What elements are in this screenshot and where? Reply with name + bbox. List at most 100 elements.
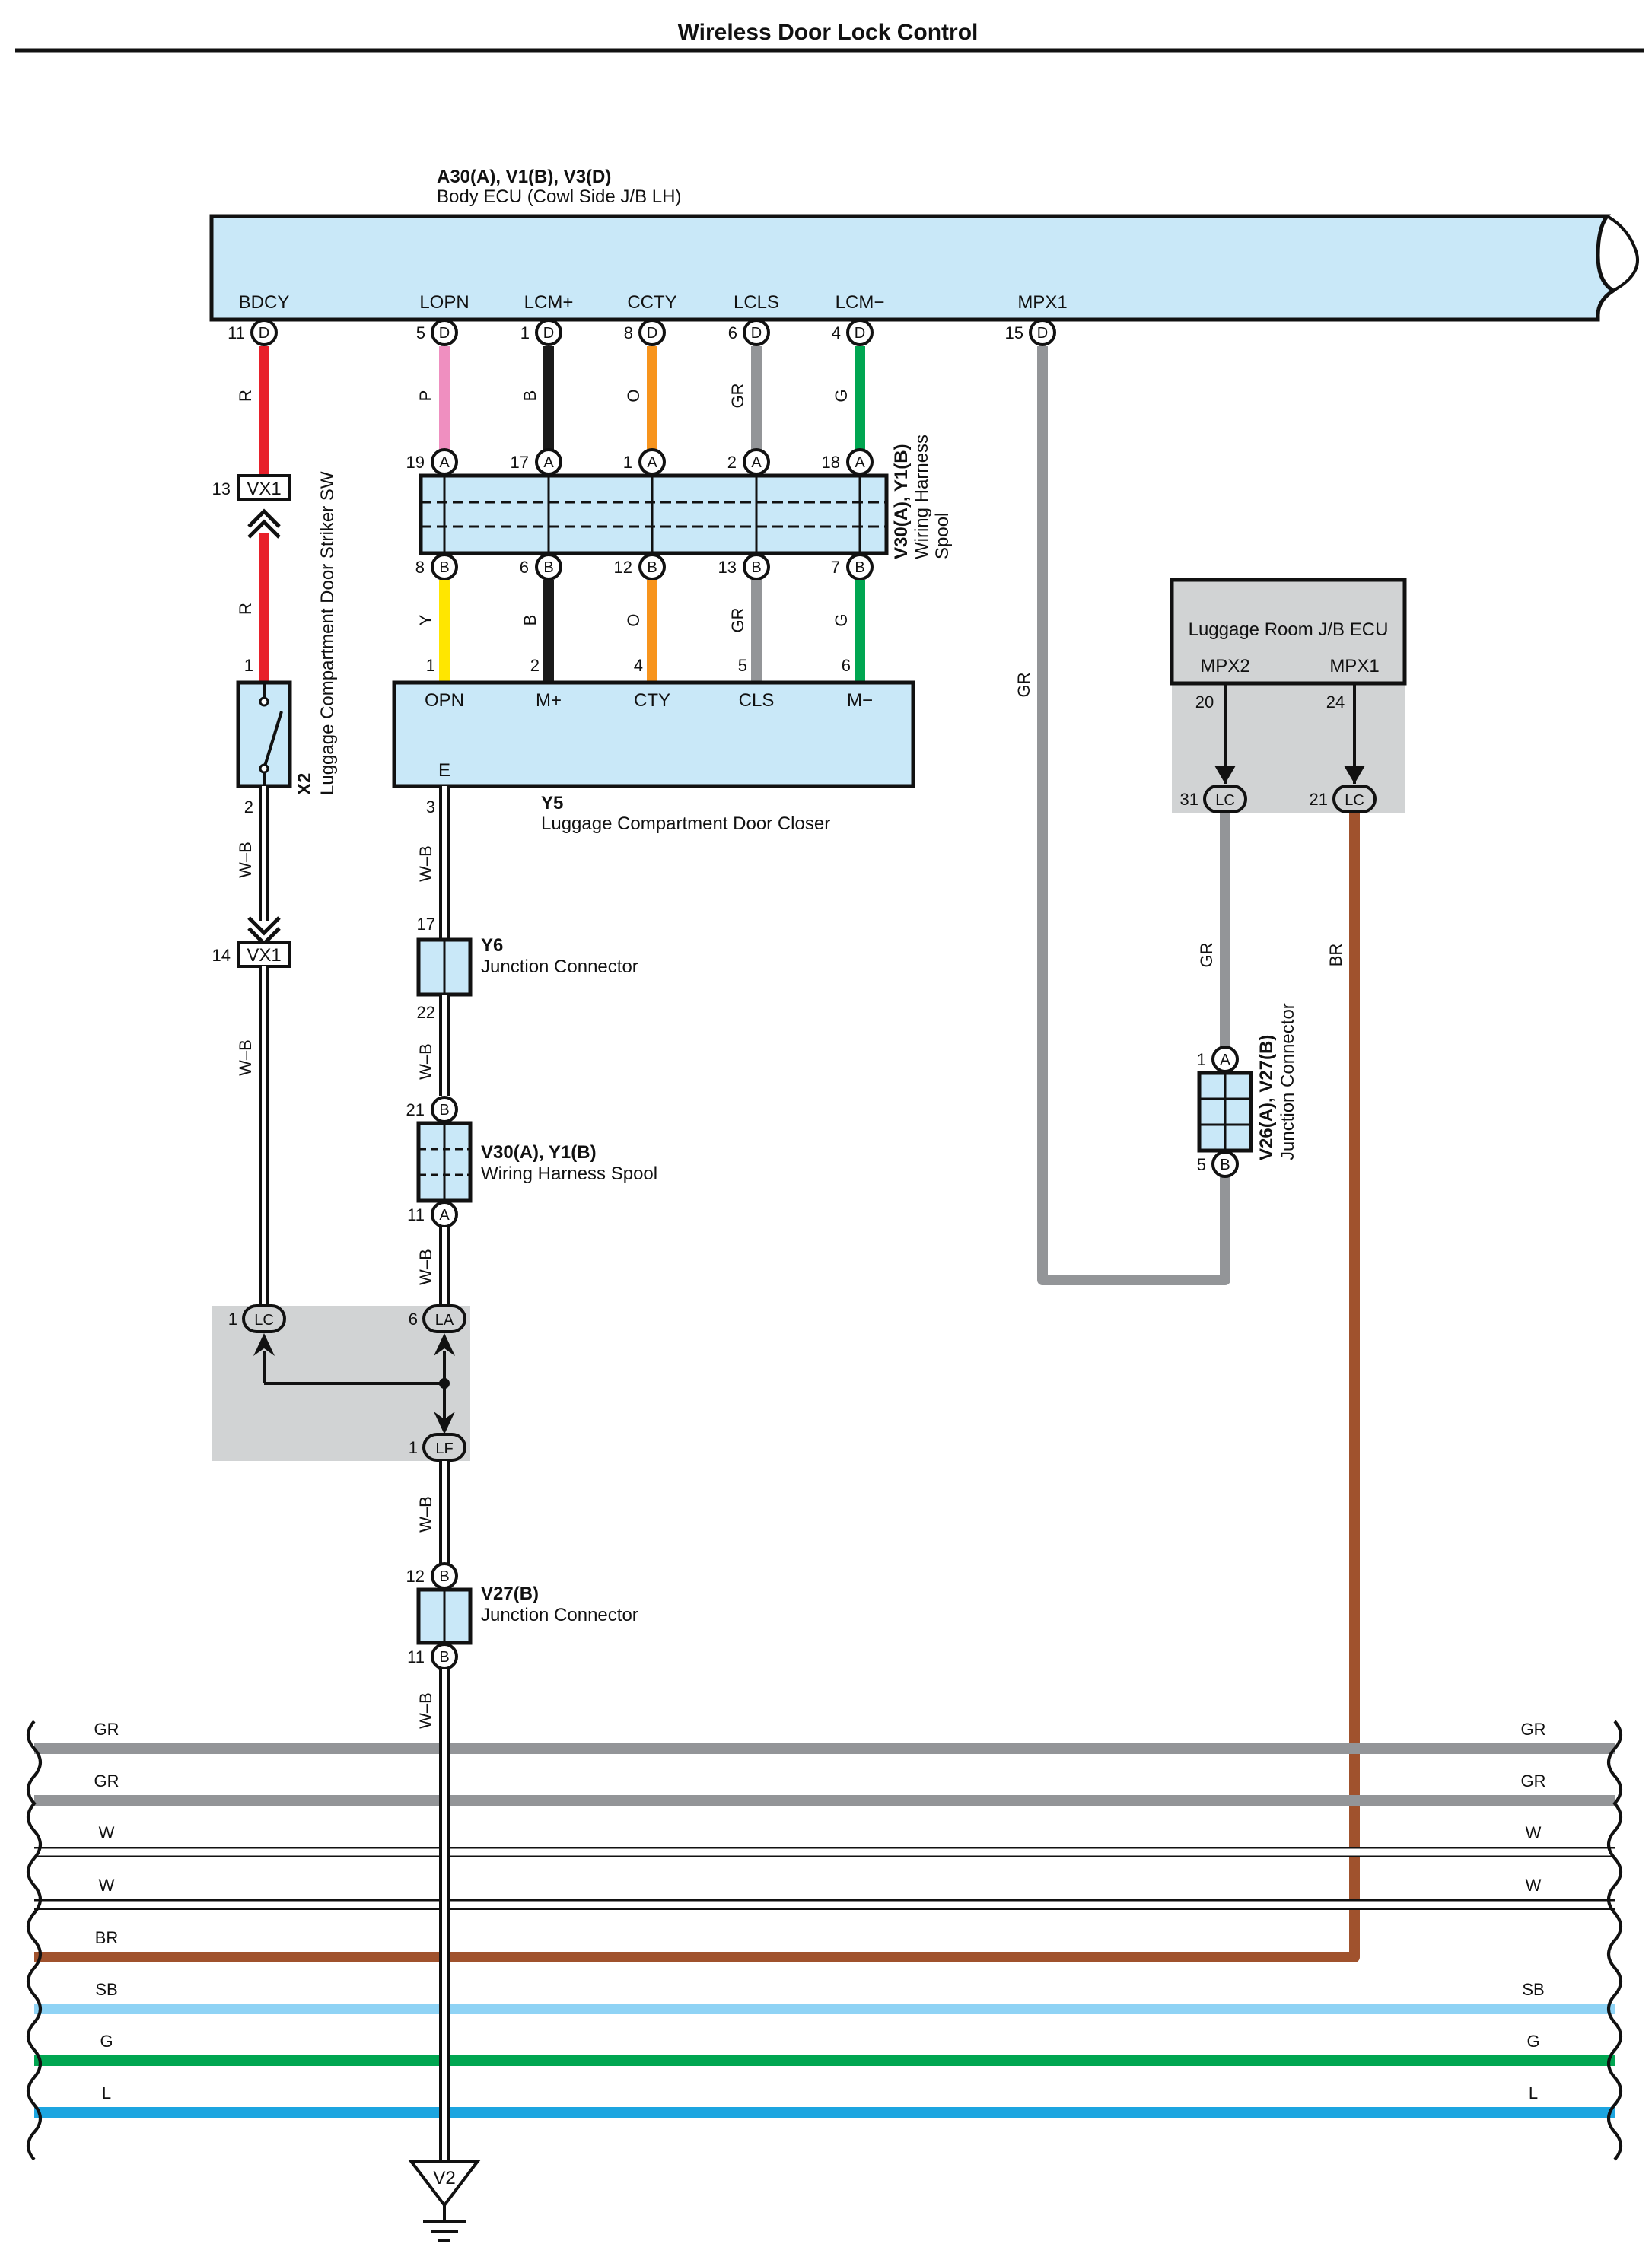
- wire-label-r1: R: [236, 390, 255, 402]
- svg-text:L: L: [1529, 2083, 1538, 2102]
- luggage-ecu-name: Luggage Room J/B ECU: [1189, 619, 1389, 640]
- svg-text:B: B: [543, 559, 553, 576]
- svg-text:G: G: [100, 2032, 113, 2051]
- svg-text:Y: Y: [416, 614, 435, 625]
- v27b-name: Junction Connector: [481, 1605, 638, 1625]
- wire-label-gr1: GR: [728, 384, 747, 409]
- svg-text:6: 6: [842, 656, 851, 675]
- body-ecu-code: A30(A), V1(B), V3(D): [437, 167, 611, 187]
- svg-text:7: 7: [831, 558, 840, 577]
- svg-text:A: A: [855, 454, 865, 471]
- ground-symbol: V2: [407, 2160, 482, 2242]
- term-lcmminus-name: LCM−: [836, 292, 885, 313]
- svg-text:21: 21: [1310, 790, 1328, 809]
- wire-label-o1: O: [624, 389, 643, 402]
- term-lcmplus-name: LCM+: [524, 292, 574, 313]
- svg-text:M−: M−: [847, 690, 873, 711]
- striker-code: X2: [294, 773, 315, 795]
- svg-text:2: 2: [530, 656, 540, 675]
- svg-text:13: 13: [212, 479, 231, 498]
- svg-text:LC: LC: [1345, 792, 1364, 809]
- svg-text:VX1: VX1: [247, 945, 281, 966]
- spool-top-code: V30(A), Y1(B): [891, 444, 912, 559]
- svg-text:B: B: [439, 1568, 449, 1585]
- svg-text:GR: GR: [1521, 1720, 1546, 1739]
- term-ccty-name: CCTY: [627, 292, 676, 313]
- svg-text:19: 19: [406, 453, 425, 472]
- y6-name: Junction Connector: [481, 957, 638, 977]
- body-ecu: A30(A), V1(B), V3(D) Body ECU (Cowl Side…: [209, 167, 1639, 322]
- svg-text:B: B: [520, 615, 540, 626]
- luggage-ecu: Luggage Room J/B ECU MPX2 MPX1 20 24 LC3…: [34, 578, 1407, 1962]
- svg-text:11: 11: [228, 323, 245, 342]
- svg-text:8: 8: [415, 558, 425, 577]
- svg-text:OPN: OPN: [425, 690, 464, 711]
- svg-text:GR: GR: [94, 1771, 119, 1790]
- svg-text:O: O: [624, 613, 643, 626]
- svg-text:12: 12: [614, 558, 632, 577]
- svg-text:1: 1: [244, 656, 253, 675]
- svg-text:B: B: [751, 559, 761, 576]
- svg-text:13: 13: [718, 558, 737, 577]
- spool-top-name1: Wiring Harness: [912, 434, 932, 559]
- svg-text:GR: GR: [1521, 1771, 1546, 1790]
- svg-text:B: B: [439, 1649, 449, 1666]
- svg-text:W–B: W–B: [416, 1249, 435, 1285]
- svg-text:W–B: W–B: [416, 1496, 435, 1533]
- wire-label-g1: G: [832, 389, 851, 402]
- svg-text:W–B: W–B: [236, 842, 255, 878]
- term-lopn-name: LOPN: [419, 292, 469, 313]
- svg-text:3: 3: [426, 797, 435, 816]
- spool-mid-name: Wiring Harness Spool: [481, 1163, 657, 1184]
- svg-text:1: 1: [409, 1438, 418, 1457]
- svg-text:B: B: [647, 559, 657, 576]
- svg-text:21: 21: [406, 1100, 425, 1119]
- svg-text:2: 2: [244, 797, 253, 816]
- ground-column: W–B 17 Y6 Junction Connector 22 W–B B21 …: [212, 786, 657, 2160]
- svg-text:W–B: W–B: [416, 845, 435, 882]
- term-mpx1-name: MPX1: [1017, 292, 1067, 313]
- svg-text:5: 5: [1197, 1155, 1206, 1174]
- svg-text:4: 4: [832, 323, 841, 342]
- svg-text:G: G: [832, 613, 851, 626]
- svg-text:A: A: [1220, 1052, 1230, 1068]
- svg-text:GR: GR: [94, 1720, 119, 1739]
- svg-text:D: D: [543, 325, 554, 342]
- svg-text:1: 1: [228, 1310, 237, 1329]
- svg-text:18: 18: [822, 453, 840, 472]
- wire-label-p: P: [416, 390, 435, 402]
- svg-text:1: 1: [1197, 1050, 1206, 1069]
- term-bdcy-name: BDCY: [239, 292, 290, 313]
- bus-lines: GR GR GR GR W W W W BR SB SB G G L L: [27, 1720, 1622, 2161]
- svg-text:1: 1: [623, 453, 632, 472]
- wire-label-mpx1: GR: [1014, 673, 1033, 698]
- svg-text:2: 2: [727, 453, 737, 472]
- svg-text:5: 5: [738, 656, 747, 675]
- svg-text:VX1: VX1: [247, 479, 281, 499]
- svg-text:A: A: [751, 454, 762, 471]
- svg-text:1: 1: [426, 656, 435, 675]
- svg-text:D: D: [751, 325, 762, 342]
- svg-text:GR: GR: [1197, 943, 1216, 968]
- svg-text:W–B: W–B: [236, 1039, 255, 1076]
- svg-text:W: W: [99, 1823, 115, 1842]
- svg-text:D: D: [259, 325, 269, 342]
- svg-text:W: W: [1526, 1823, 1542, 1842]
- spool-top-name2: Spool: [932, 513, 953, 559]
- v26-code: V26(A), V27(B): [1256, 1035, 1277, 1160]
- svg-text:1: 1: [520, 323, 530, 342]
- svg-text:A: A: [647, 454, 657, 471]
- striker-column: VX1 13 R 1 X2 Luggage Compartment Door S…: [212, 471, 338, 1307]
- svg-text:B: B: [439, 1102, 449, 1119]
- svg-text:W–B: W–B: [416, 1692, 435, 1729]
- svg-text:12: 12: [406, 1567, 425, 1586]
- svg-text:A: A: [439, 1207, 450, 1224]
- svg-text:4: 4: [634, 656, 643, 675]
- svg-text:B: B: [439, 559, 449, 576]
- door-closer: OPN M+ CTY CLS M− E Y5 Luggage Compartme…: [392, 680, 915, 834]
- svg-text:W: W: [1526, 1876, 1542, 1895]
- body-ecu-name: Body ECU (Cowl Side J/B LH): [437, 186, 681, 207]
- svg-text:LC: LC: [1215, 792, 1235, 809]
- svg-text:B: B: [855, 559, 864, 576]
